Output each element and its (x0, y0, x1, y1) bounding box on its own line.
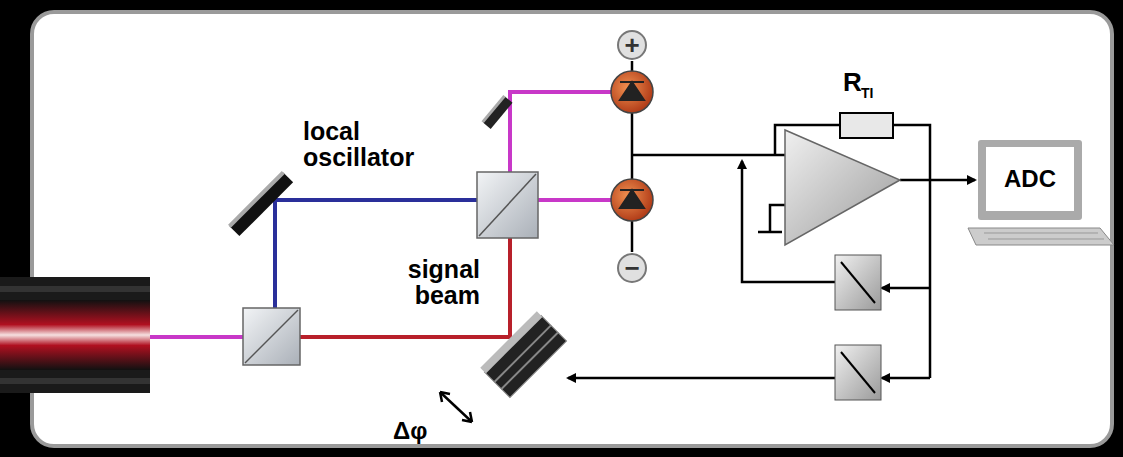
resistor-label: TI (861, 86, 873, 101)
photodiode (611, 179, 653, 221)
photodiode (611, 71, 653, 113)
beam-splitter (477, 172, 538, 238)
mirror (228, 171, 293, 236)
resistor-symbol (840, 113, 893, 138)
node-text: + (624, 32, 639, 58)
beam-label: signal beam (400, 256, 480, 309)
terminal-circle: + (616, 29, 648, 61)
terminal-circle: − (616, 252, 648, 284)
node-text: ADC (1004, 167, 1056, 191)
filter-box (835, 345, 881, 400)
beam-splitter (243, 308, 300, 365)
beam-label: Δφ (393, 418, 427, 443)
node-text: − (624, 255, 639, 281)
resistor-label: R (843, 69, 862, 96)
fiber (0, 277, 150, 393)
op-amp (785, 130, 900, 245)
computer-icon (968, 140, 1114, 245)
beam-label: local oscillator (303, 118, 393, 171)
filter-box (835, 255, 881, 310)
mirror (481, 95, 512, 129)
enclosure (32, 12, 1112, 446)
piezo-mirror (480, 311, 566, 397)
adc-screen: ADC (986, 147, 1074, 211)
